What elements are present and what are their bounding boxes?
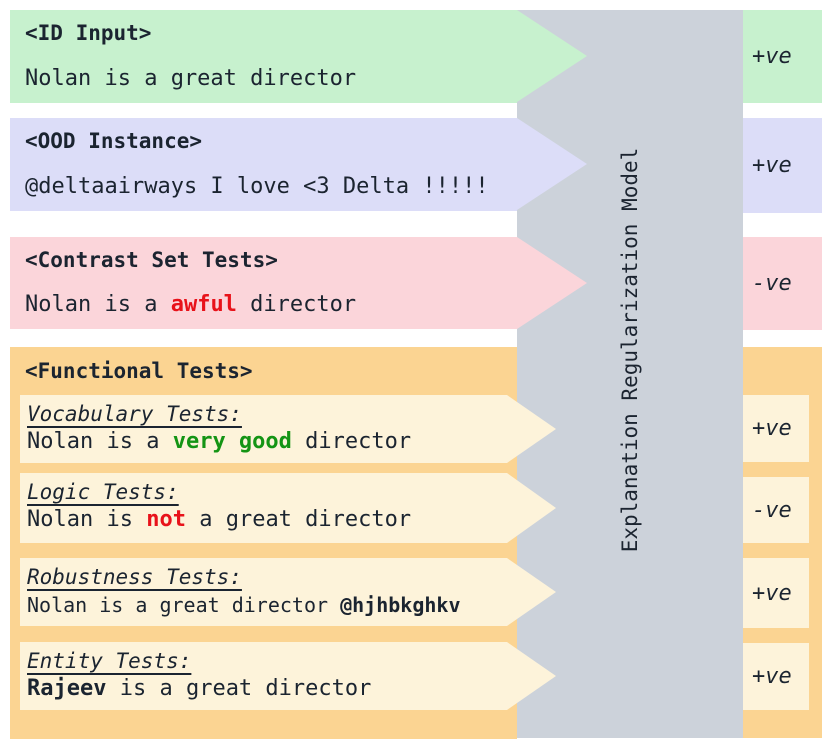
output-logic-tests: -ve (743, 477, 809, 543)
robustness-tests-text: Nolan is a great director @hjhbkghkv (27, 593, 461, 617)
output-robustness-tests: +ve (743, 558, 809, 628)
ood-instance-text: @deltaairways I love <3 Delta !!!!! (25, 173, 489, 199)
vocabulary-tests-text: Nolan is a very good director (27, 429, 412, 454)
output-contrast-set: -ve (743, 237, 822, 330)
logic-tests-box: Logic Tests: Nolan is not a great direct… (20, 473, 556, 543)
functional-tests-title: <Functional Tests> (25, 359, 253, 383)
logic-tests-text: Nolan is not a great director (27, 507, 412, 532)
model-band-label: Explanation Regularization Model (618, 147, 642, 553)
output-ood-instance: +ve (743, 118, 822, 213)
vocabulary-tests-box: Vocabulary Tests: Nolan is a very good d… (20, 395, 556, 463)
contrast-set-box: <Contrast Set Tests> Nolan is a awful di… (10, 237, 587, 329)
ood-instance-title: <OOD Instance> (25, 129, 203, 153)
entity-tests-heading: Entity Tests: (27, 649, 192, 673)
entity-tests-text: Rajeev is a great director (27, 676, 372, 701)
output-ood-instance-label: +ve (752, 153, 792, 178)
output-contrast-set-label: -ve (752, 271, 792, 296)
output-vocabulary-tests: +ve (743, 395, 809, 462)
contrast-set-title: <Contrast Set Tests> (25, 248, 278, 272)
robustness-tests-heading: Robustness Tests: (27, 565, 242, 589)
id-input-box: <ID Input> Nolan is a great director (10, 10, 587, 103)
logic-tests-heading: Logic Tests: (27, 480, 179, 504)
output-vocabulary-label: +ve (752, 416, 792, 441)
output-robustness-label: +ve (752, 580, 792, 606)
output-id-input-label: +ve (752, 44, 792, 69)
vocabulary-tests-heading: Vocabulary Tests: (27, 402, 242, 426)
output-entity-tests: +ve (743, 643, 809, 710)
id-input-text: Nolan is a great director (25, 65, 357, 91)
entity-tests-box: Entity Tests: Rajeev is a great director (20, 642, 556, 710)
ood-instance-box: <OOD Instance> @deltaairways I love <3 D… (10, 118, 587, 211)
output-entity-label: +ve (752, 664, 792, 689)
contrast-set-text: Nolan is a awful director (25, 291, 357, 317)
id-input-title: <ID Input> (25, 21, 152, 45)
output-id-input: +ve (743, 10, 822, 103)
robustness-tests-box: Robustness Tests: Nolan is a great direc… (20, 558, 556, 626)
output-logic-label: -ve (752, 497, 792, 523)
